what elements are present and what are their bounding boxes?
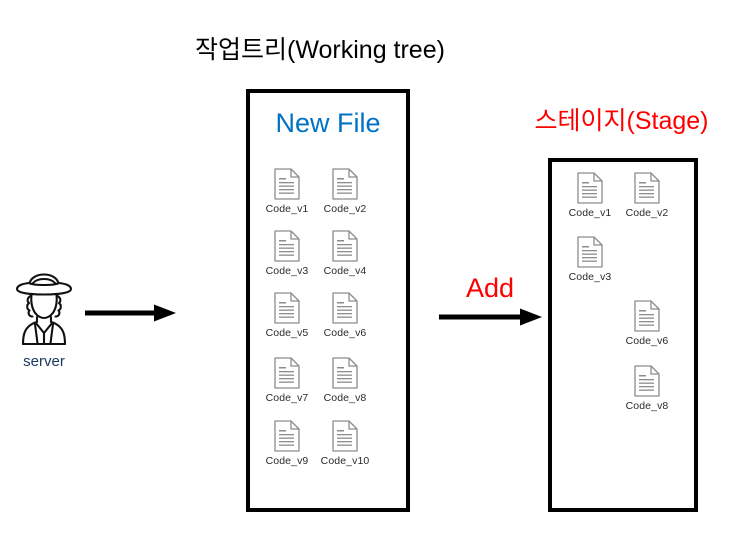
file-label: Code_v2 <box>625 207 669 219</box>
file-item[interactable]: Code_v2 <box>616 172 678 220</box>
document-icon <box>332 168 358 200</box>
file-label: Code_v7 <box>265 392 309 404</box>
stage-title: 스테이지(Stage) <box>534 107 709 135</box>
file-label: Code_v3 <box>265 265 309 277</box>
file-item[interactable]: Code_v3 <box>256 230 318 278</box>
file-item[interactable]: Code_v9 <box>256 420 318 468</box>
server-label: server <box>23 353 65 370</box>
file-item[interactable]: Code_v2 <box>314 168 376 216</box>
file-label: Code_v3 <box>568 271 612 283</box>
file-label: Code_v6 <box>625 335 669 347</box>
server-actor: server <box>8 272 80 371</box>
arrow-working-tree-to-stage <box>438 306 544 333</box>
file-label: Code_v1 <box>568 207 612 219</box>
file-item[interactable]: Code_v3 <box>559 236 621 284</box>
document-icon <box>274 168 300 200</box>
file-label: Code_v8 <box>323 392 367 404</box>
file-item[interactable]: Code_v8 <box>616 365 678 413</box>
file-label: Code_v4 <box>323 265 367 277</box>
document-icon <box>577 236 603 268</box>
document-icon <box>274 420 300 452</box>
file-label: Code_v6 <box>323 327 367 339</box>
working-tree-title: 작업트리(Working tree) <box>195 36 445 64</box>
file-item[interactable]: Code_v1 <box>559 172 621 220</box>
file-item[interactable]: Code_v8 <box>314 357 376 405</box>
file-item[interactable]: Code_v7 <box>256 357 318 405</box>
file-item[interactable]: Code_v6 <box>314 292 376 340</box>
file-label: Code_v9 <box>265 455 309 467</box>
file-item[interactable]: Code_v1 <box>256 168 318 216</box>
document-icon <box>332 292 358 324</box>
document-icon <box>332 357 358 389</box>
document-icon <box>332 230 358 262</box>
new-file-label: New File <box>275 108 381 138</box>
file-label: Code_v8 <box>625 400 669 412</box>
document-icon <box>634 300 660 332</box>
stage-box <box>548 158 698 512</box>
file-item[interactable]: Code_v6 <box>616 300 678 348</box>
cowboy-person-icon <box>8 272 80 351</box>
file-label: Code_v1 <box>265 203 309 215</box>
file-item[interactable]: Code_v10 <box>314 420 376 468</box>
document-icon <box>274 357 300 389</box>
working-tree-box <box>246 89 410 512</box>
file-label: Code_v2 <box>323 203 367 215</box>
file-item[interactable]: Code_v4 <box>314 230 376 278</box>
file-label: Code_v5 <box>265 327 309 339</box>
document-icon <box>634 365 660 397</box>
document-icon <box>332 420 358 452</box>
document-icon <box>274 292 300 324</box>
add-label: Add <box>465 273 515 303</box>
document-icon <box>634 172 660 204</box>
document-icon <box>274 230 300 262</box>
document-icon <box>577 172 603 204</box>
file-label: Code_v10 <box>320 455 370 467</box>
arrow-server-to-working-tree <box>84 302 178 329</box>
file-item[interactable]: Code_v5 <box>256 292 318 340</box>
